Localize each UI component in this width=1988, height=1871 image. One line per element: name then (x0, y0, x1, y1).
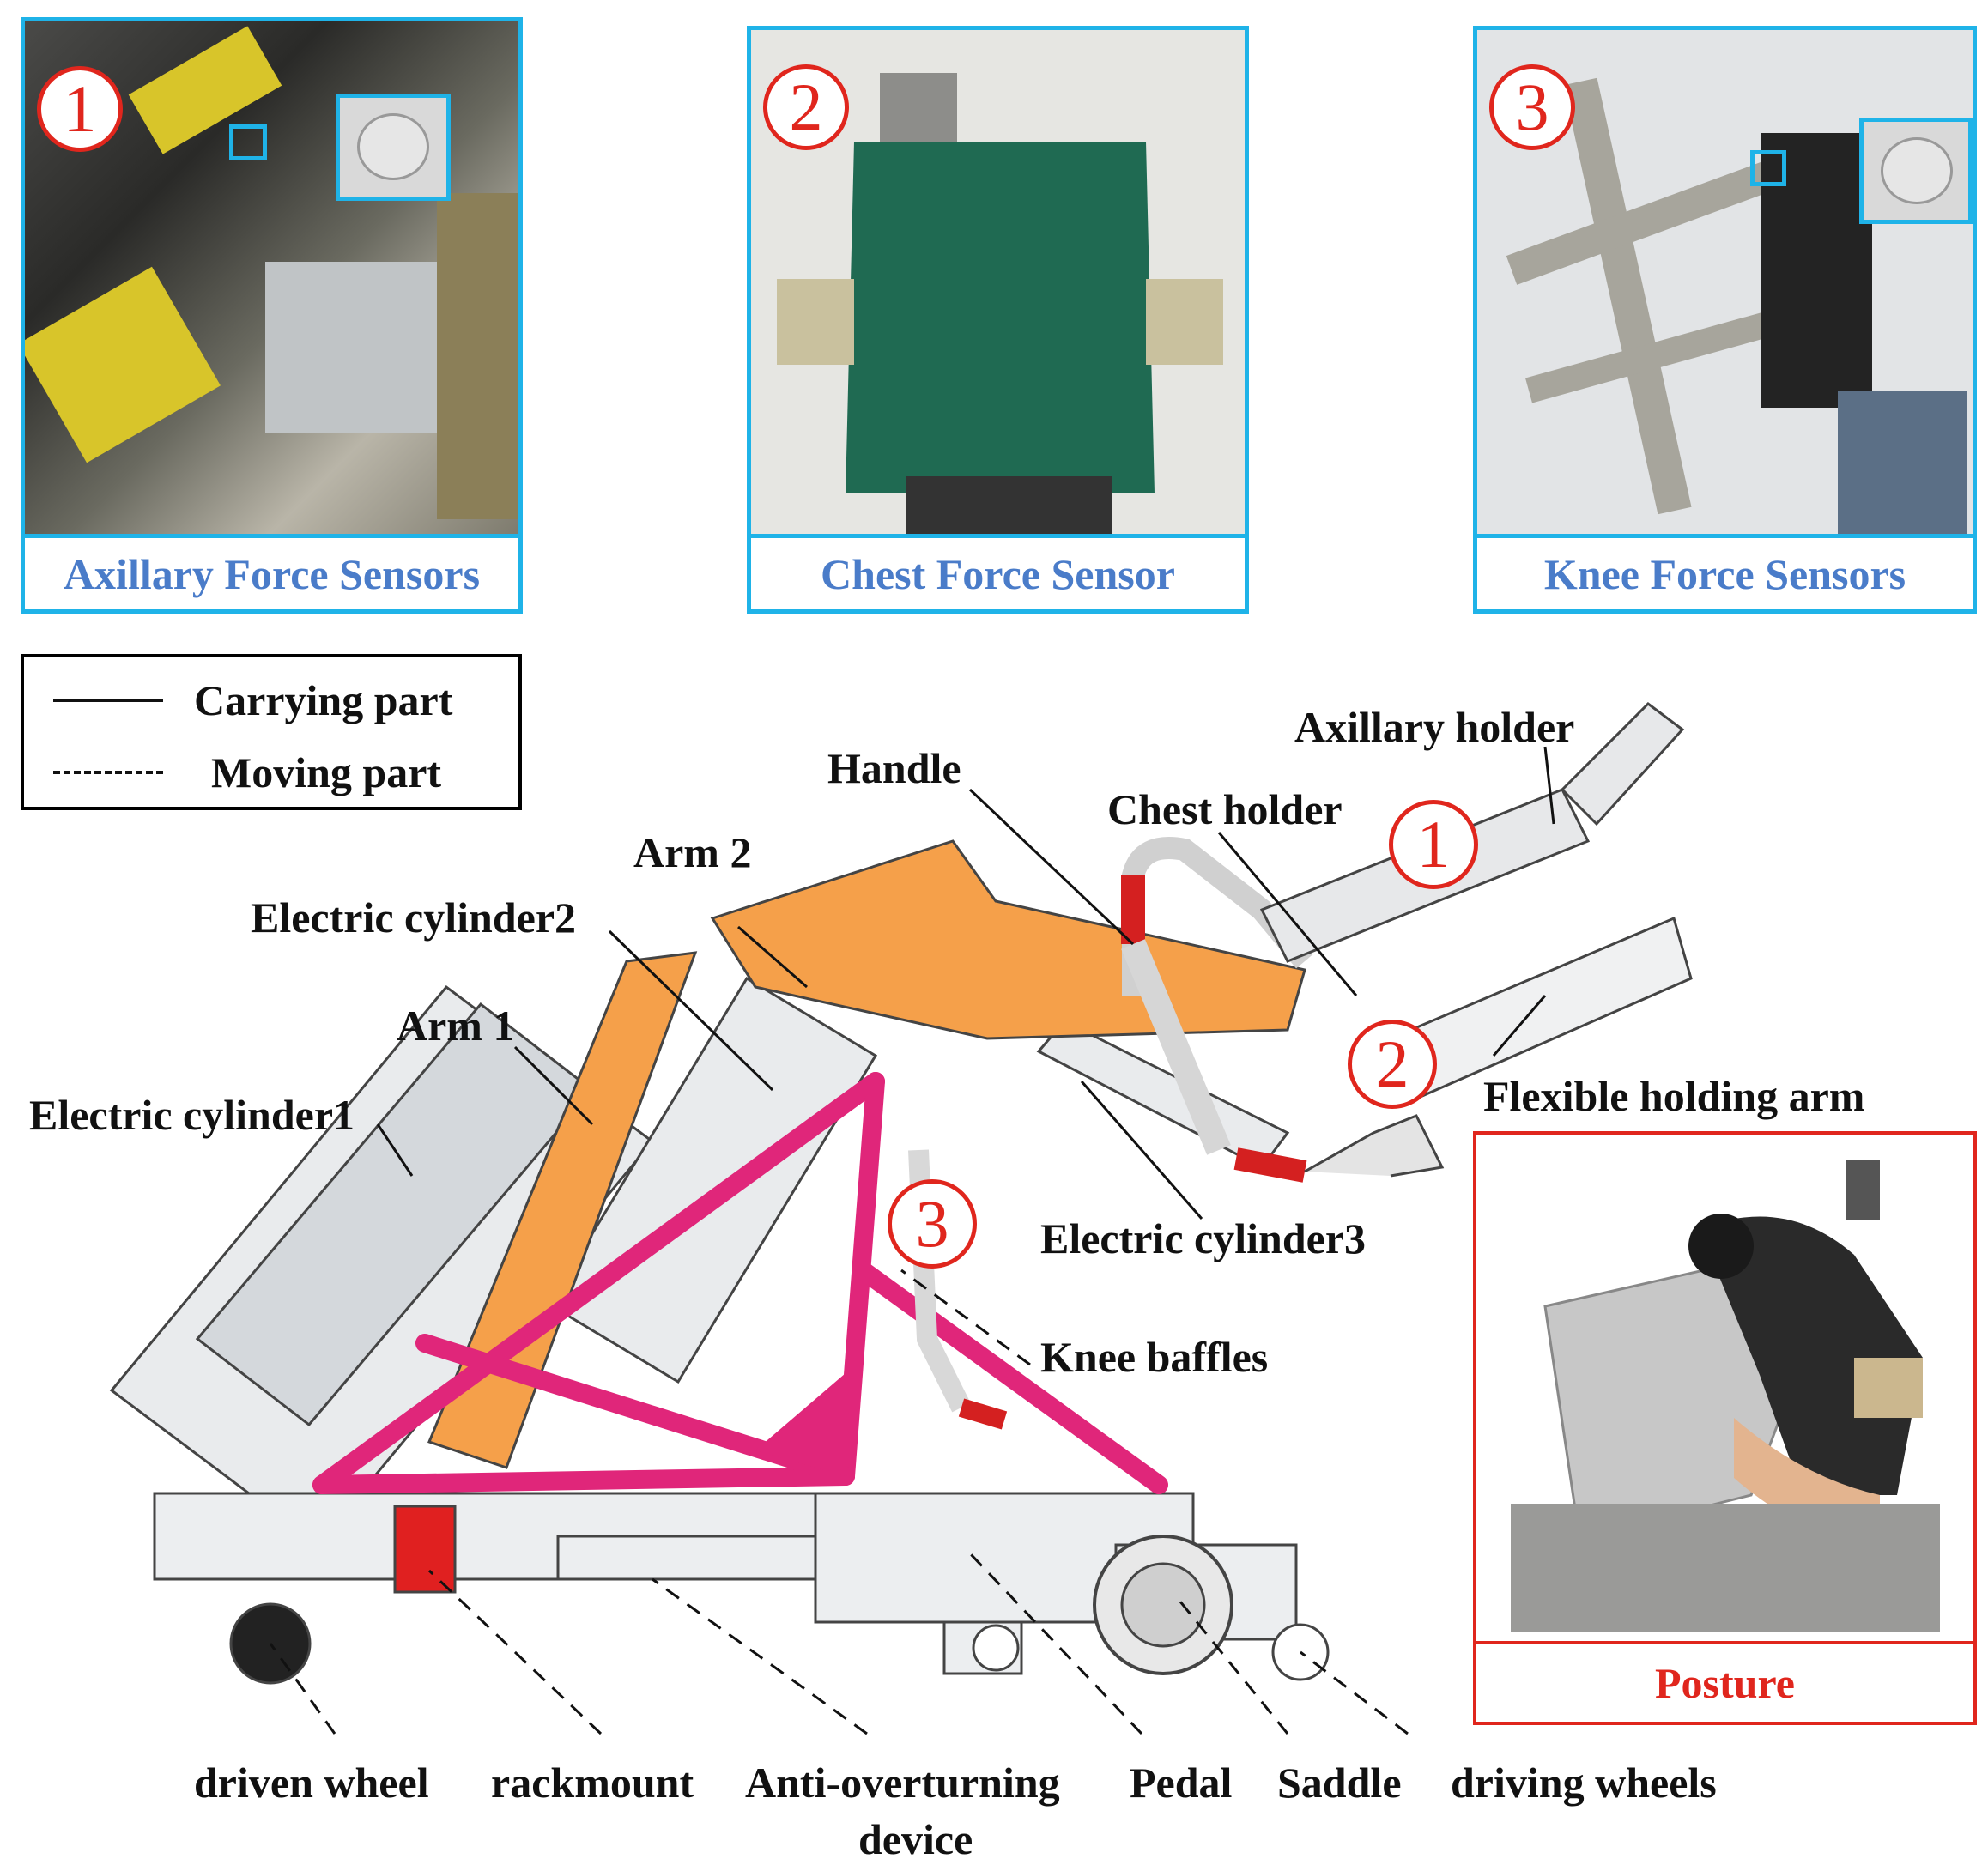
label-handle: Handle (827, 744, 961, 792)
legend-solid-row: Carrying part (24, 666, 518, 735)
label-electric-cylinder1: Electric cylinder1 (29, 1091, 355, 1139)
electric-cylinder2-body (547, 976, 878, 1384)
driving-wheel (1093, 1535, 1233, 1675)
chest-sensor-panel: 2 Chest Force Sensor (747, 26, 1249, 614)
label-anti-overturning-2: device (858, 1815, 973, 1863)
legend: Carrying part Moving part (21, 654, 522, 810)
axillary-sensor-inset (336, 94, 451, 201)
axillary-sensor-highlight (229, 124, 267, 160)
anti-overturning-wheel (1271, 1623, 1330, 1681)
knee-sensor-caption: Knee Force Sensors (1477, 534, 1973, 609)
diagram-marker-1: 1 (1389, 800, 1478, 889)
axillary-photo-art (25, 26, 518, 519)
axillary-sensor-caption: Axillary Force Sensors (25, 534, 518, 609)
dashed-line-swatch (53, 771, 163, 774)
driven-wheel (229, 1602, 312, 1685)
rackmount-block (393, 1505, 457, 1594)
chest-photo-art (777, 73, 1223, 538)
arm2-plate (710, 839, 1306, 1040)
chest-sensor-caption: Chest Force Sensor (751, 534, 1245, 609)
cylinder3-tip (1233, 1147, 1307, 1183)
leader-lines-solid (376, 746, 1555, 1220)
label-electric-cylinder3: Electric cylinder3 (1040, 1214, 1367, 1262)
electric-cylinder3-body (1036, 1020, 1290, 1169)
legend-solid-label: Carrying part (194, 676, 453, 724)
label-saddle: Saddle (1277, 1759, 1402, 1807)
knee-sensor-panel: 3 Knee Force Sensors (1473, 26, 1977, 614)
marker-3: 3 (1489, 64, 1575, 150)
diagram-marker-3: 3 (888, 1179, 977, 1269)
label-chest-holder: Chest holder (1107, 785, 1343, 833)
label-pedal: Pedal (1130, 1759, 1233, 1807)
base-frame (153, 1492, 1298, 1675)
posture-photo (1476, 1135, 1973, 1644)
label-rackmount: rackmount (491, 1759, 694, 1807)
electric-cylinder1-body (109, 984, 655, 1547)
label-driven-wheel: driven wheel (194, 1759, 429, 1807)
knee-sensor-inset (1859, 118, 1973, 224)
label-arm1: Arm 1 (397, 1002, 515, 1050)
load-cell-icon (357, 113, 429, 180)
legend-dashed-label: Moving part (211, 748, 442, 796)
posture-caption: Posture (1476, 1641, 1973, 1722)
load-cell-icon (1881, 137, 1953, 204)
label-driving-wheels: driving wheels (1451, 1759, 1717, 1807)
label-anti-overturning-1: Anti-overturning (745, 1759, 1060, 1807)
label-axillary-holder: Axillary holder (1294, 703, 1575, 751)
label-flexible-holding-arm: Flexible holding arm (1483, 1072, 1865, 1120)
axillary-sensor-panel: 1 Axillary Force Sensors (21, 17, 523, 614)
saddle-frame (312, 1072, 1168, 1494)
legend-dashed-row: Moving part (24, 738, 518, 807)
frame-gusset (755, 1373, 846, 1476)
label-electric-cylinder2: Electric cylinder2 (251, 893, 577, 942)
diagram-marker-2: 2 (1348, 1020, 1437, 1109)
solid-line-swatch (53, 699, 163, 702)
handle-tube (1122, 837, 1313, 996)
marker-1: 1 (37, 66, 123, 152)
marker-2: 2 (763, 64, 849, 150)
posture-panel: Posture (1473, 1131, 1977, 1725)
knee-sensor-highlight (1750, 150, 1786, 186)
label-arm2: Arm 2 (633, 828, 752, 876)
label-knee-baffles: Knee baffles (1040, 1333, 1269, 1381)
